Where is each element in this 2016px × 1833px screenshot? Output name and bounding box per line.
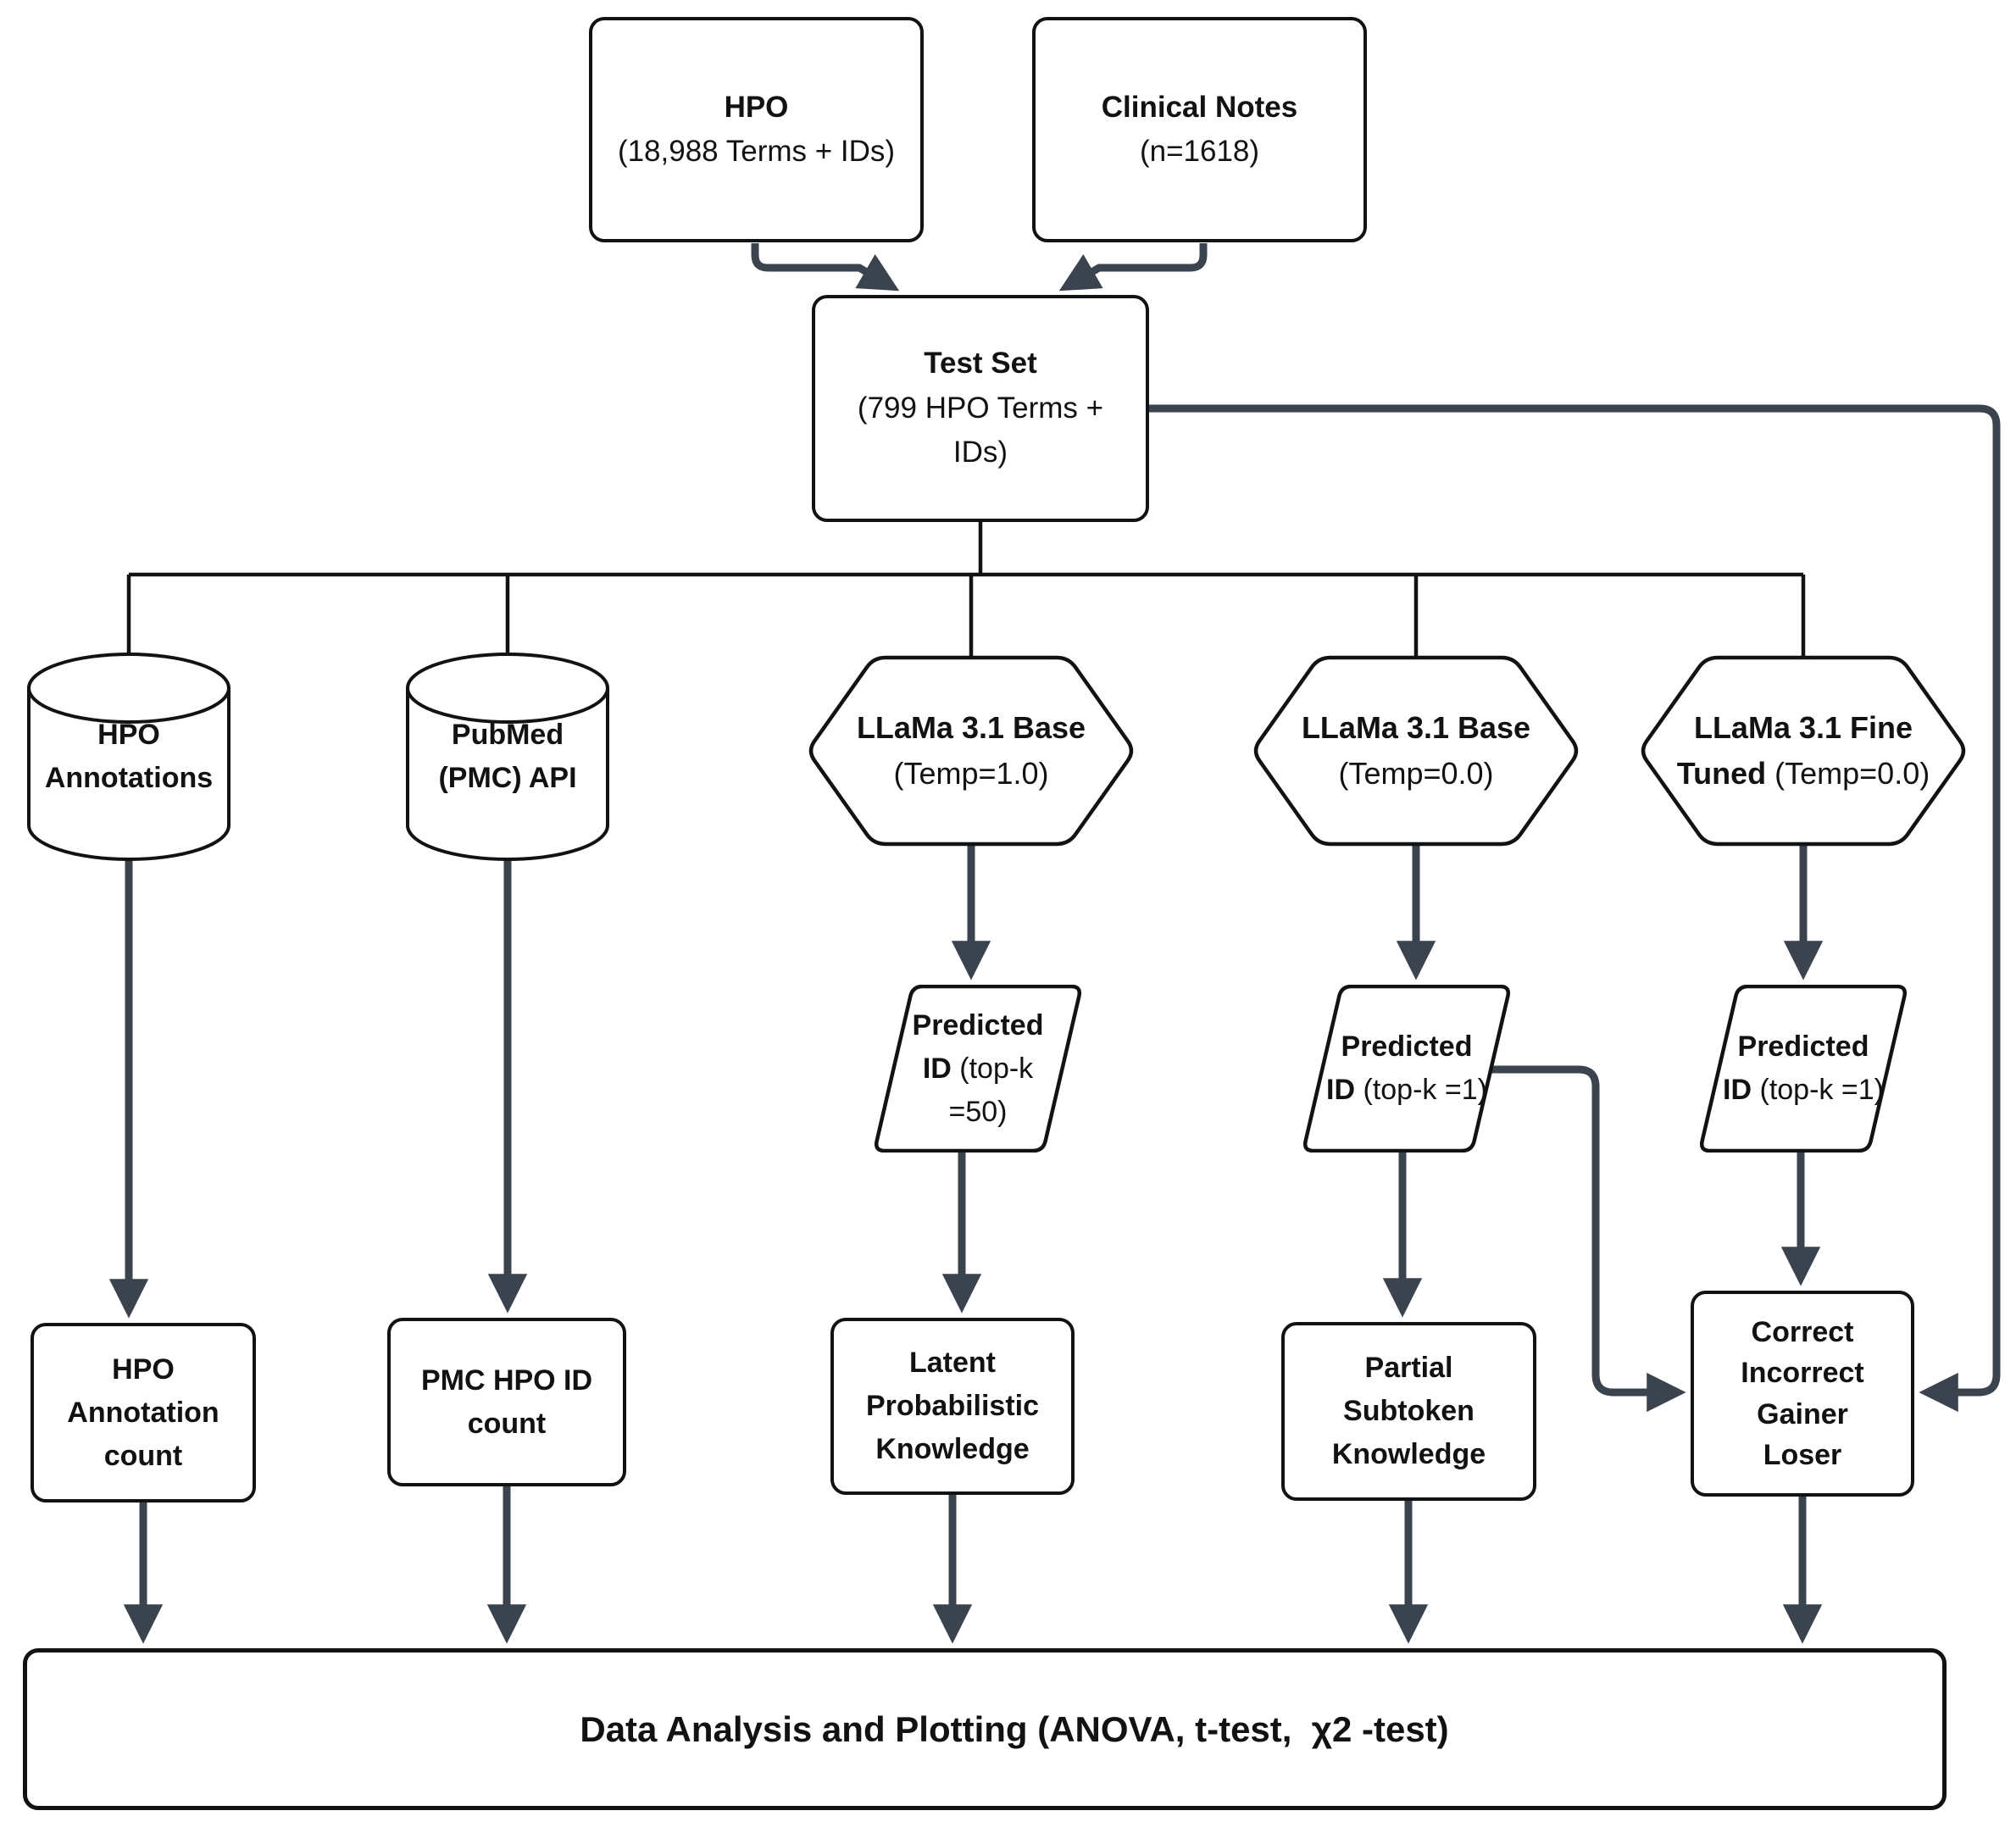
node-title: LLaMa 3.1 Fine Tuned — [1676, 710, 1913, 791]
node-test-set: Test Set (799 HPO Terms + IDs) — [812, 295, 1149, 522]
node-title: PMC HPO ID count — [420, 1364, 593, 1440]
node-detail: (top-k =1) — [1759, 1074, 1884, 1106]
node-title: Test Set — [924, 347, 1037, 380]
node-detail: (Temp=0.0) — [1338, 756, 1494, 791]
node-title: Data Analysis and Plotting (ANOVA, t-tes… — [580, 1709, 1449, 1749]
node-title: HPO — [724, 90, 789, 124]
node-hpo-source: HPO (18,988 Terms + IDs) — [589, 17, 924, 242]
node-title: Partial Subtoken Knowledge — [1331, 1352, 1486, 1470]
node-title: HPO Annotation count — [67, 1353, 219, 1472]
node-pubmed-api: PubMed (PMC) API — [406, 651, 609, 863]
node-title: HPO Annotations — [44, 719, 214, 794]
node-hpo-annotations: HPO Annotations — [27, 651, 230, 863]
node-title: Predicted ID — [1326, 1030, 1473, 1106]
node-pmc-hpo-id-count: PMC HPO ID count — [387, 1318, 626, 1486]
node-title: Predicted ID — [1723, 1030, 1869, 1106]
node-detail: (799 HPO Terms + IDs) — [857, 391, 1104, 469]
arrow-connectors — [108, 243, 2001, 1644]
node-title: Predicted ID — [912, 1008, 1044, 1085]
node-detail: (n=1618) — [1139, 135, 1260, 168]
node-llama-finetuned-temp0: LLaMa 3.1 Fine Tuned (Temp=0.0) — [1638, 654, 1969, 847]
edge-testset-to-correct — [1149, 404, 2001, 1413]
hexagon-shape — [808, 655, 1134, 847]
node-title: LLaMa 3.1 Base — [856, 710, 1086, 745]
cylinder-shape — [406, 653, 609, 861]
node-title: Latent Probabilistic Knowledge — [865, 1347, 1040, 1465]
edge-clinicalnotes-to-testset — [1058, 243, 1208, 292]
node-detail: (18,988 Terms + IDs) — [617, 135, 896, 168]
node-llama-base-temp0: LLaMa 3.1 Base (Temp=0.0) — [1251, 654, 1581, 847]
node-partial-subtoken-knowledge: Partial Subtoken Knowledge — [1281, 1322, 1536, 1501]
node-detail: (Temp=1.0) — [893, 756, 1049, 791]
node-predicted-id-topk50: Predicted ID (top-k =50) — [873, 985, 1083, 1153]
cylinder-shape — [27, 653, 230, 861]
node-title: LLaMa 3.1 Base — [1301, 710, 1531, 745]
parallelogram-shape — [1700, 985, 1907, 1153]
node-correct-incorrect-gainer-loser: Correct Incorrect Gainer Loser — [1691, 1291, 1914, 1497]
node-detail: (Temp=0.0) — [1774, 756, 1930, 791]
node-predicted-id-topk1-finetuned: Predicted ID (top-k =1) — [1698, 985, 1908, 1153]
hexagon-shape — [1253, 655, 1579, 847]
node-latent-probabilistic-knowledge: Latent Probabilistic Knowledge — [830, 1318, 1075, 1495]
node-predicted-id-topk1-base: Predicted ID (top-k =1) — [1302, 985, 1512, 1153]
node-title: Clinical Notes — [1101, 90, 1298, 124]
node-detail: (top-k =1) — [1363, 1074, 1487, 1106]
node-clinical-notes: Clinical Notes (n=1618) — [1032, 17, 1367, 242]
node-title: PubMed (PMC) API — [438, 719, 577, 794]
parallelogram-shape — [875, 985, 1081, 1153]
node-detail: (top-k =50) — [948, 1052, 1034, 1128]
node-title: Correct Incorrect Gainer Loser — [1741, 1315, 1864, 1471]
node-hpo-annotation-count: HPO Annotation count — [31, 1323, 256, 1503]
hexagon-shape — [1641, 655, 1966, 847]
node-data-analysis: Data Analysis and Plotting (ANOVA, t-tes… — [23, 1648, 1947, 1810]
edge-predicted1base-to-correct — [1483, 1065, 1686, 1413]
node-llama-base-temp1: LLaMa 3.1 Base (Temp=1.0) — [806, 654, 1136, 847]
edge-hpo-to-testset — [751, 243, 900, 292]
branch-tree — [126, 519, 1806, 678]
parallelogram-shape — [1303, 985, 1510, 1153]
